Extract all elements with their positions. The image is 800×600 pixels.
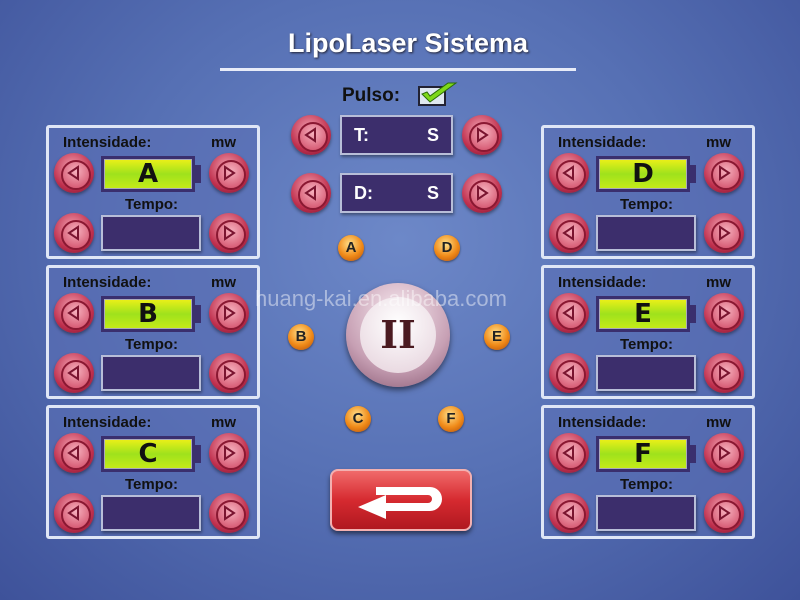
intensity-decrease-button[interactable] — [549, 153, 589, 193]
pause-button[interactable]: II — [346, 283, 450, 387]
intensity-increase-button[interactable] — [209, 153, 249, 193]
channel-panel: Intensidade: mw B Tempo: — [46, 265, 260, 399]
time-label: Tempo: — [620, 196, 674, 213]
unit-label: mw — [706, 134, 732, 151]
channel-select-c[interactable]: C — [345, 406, 371, 432]
t-time-display: T: S — [340, 115, 453, 155]
intensity-display: E — [596, 296, 696, 332]
time-display — [101, 495, 201, 531]
channel-select-e[interactable]: E — [484, 324, 510, 350]
channel-panel: Intensidade: mw C Tempo: — [46, 405, 260, 539]
intensity-decrease-button[interactable] — [549, 433, 589, 473]
time-display — [596, 495, 696, 531]
intensity-increase-button[interactable] — [209, 293, 249, 333]
return-arrow-icon — [358, 487, 442, 519]
d-increase-button[interactable] — [462, 173, 502, 213]
return-button[interactable] — [330, 469, 472, 531]
title-divider — [220, 68, 576, 71]
t-prefix: T: — [354, 125, 369, 145]
time-label: Tempo: — [620, 476, 674, 493]
intensity-label: Intensidade: — [63, 134, 152, 151]
intensity-display: F — [596, 436, 696, 472]
unit-label: mw — [211, 414, 237, 431]
intensity-increase-button[interactable] — [209, 433, 249, 473]
t-unit: S — [426, 125, 439, 145]
intensity-increase-button[interactable] — [704, 433, 744, 473]
intensity-decrease-button[interactable] — [54, 293, 94, 333]
channel-panel: Intensidade: mw E Tempo: — [541, 265, 755, 399]
channel-select-a[interactable]: A — [338, 235, 364, 261]
time-label: Tempo: — [125, 476, 179, 493]
time-increase-button[interactable] — [704, 353, 744, 393]
time-label: Tempo: — [125, 196, 179, 213]
time-decrease-button[interactable] — [54, 353, 94, 393]
time-display — [101, 355, 201, 391]
intensity-decrease-button[interactable] — [549, 293, 589, 333]
d-unit: S — [426, 183, 439, 203]
time-increase-button[interactable] — [209, 493, 249, 533]
unit-label: mw — [706, 274, 732, 291]
intensity-display: B — [101, 296, 201, 332]
intensity-display: A — [101, 156, 201, 192]
d-decrease-button[interactable] — [291, 173, 331, 213]
time-label: Tempo: — [620, 336, 674, 353]
intensity-display: D — [596, 156, 696, 192]
time-decrease-button[interactable] — [549, 353, 589, 393]
pulse-checkbox[interactable] — [418, 80, 458, 106]
time-decrease-button[interactable] — [549, 493, 589, 533]
time-display — [596, 355, 696, 391]
intensity-label: Intensidade: — [558, 274, 647, 291]
channel-select-f[interactable]: F — [438, 406, 464, 432]
d-time-display: D: S — [340, 173, 453, 213]
d-prefix: D: — [354, 183, 373, 203]
t-decrease-button[interactable] — [291, 115, 331, 155]
intensity-decrease-button[interactable] — [54, 153, 94, 193]
time-increase-button[interactable] — [704, 213, 744, 253]
channel-select-d[interactable]: D — [434, 235, 460, 261]
intensity-increase-button[interactable] — [704, 293, 744, 333]
intensity-label: Intensidade: — [63, 414, 152, 431]
time-label: Tempo: — [125, 336, 179, 353]
channel-panel: Intensidade: mw D Tempo: — [541, 125, 755, 259]
time-decrease-button[interactable] — [54, 493, 94, 533]
page-title: LipoLaser Sistema — [287, 28, 529, 58]
pause-icon: II — [360, 297, 436, 373]
unit-label: mw — [211, 274, 237, 291]
time-increase-button[interactable] — [209, 353, 249, 393]
time-decrease-button[interactable] — [549, 213, 589, 253]
watermark: huang-kai.en.alibaba.com — [255, 286, 507, 311]
time-display — [596, 215, 696, 251]
time-increase-button[interactable] — [209, 213, 249, 253]
time-decrease-button[interactable] — [54, 213, 94, 253]
time-increase-button[interactable] — [704, 493, 744, 533]
intensity-label: Intensidade: — [558, 134, 647, 151]
checkmark-icon — [418, 82, 458, 106]
intensity-label: Intensidade: — [63, 274, 152, 291]
pulse-label: Pulso: — [342, 85, 401, 106]
time-display — [101, 215, 201, 251]
channel-panel: Intensidade: mw A Tempo: — [46, 125, 260, 259]
intensity-increase-button[interactable] — [704, 153, 744, 193]
channel-panel: Intensidade: mw F Tempo: — [541, 405, 755, 539]
intensity-label: Intensidade: — [558, 414, 647, 431]
unit-label: mw — [706, 414, 732, 431]
t-increase-button[interactable] — [462, 115, 502, 155]
channel-select-b[interactable]: B — [288, 324, 314, 350]
unit-label: mw — [211, 134, 237, 151]
intensity-decrease-button[interactable] — [54, 433, 94, 473]
intensity-display: C — [101, 436, 201, 472]
